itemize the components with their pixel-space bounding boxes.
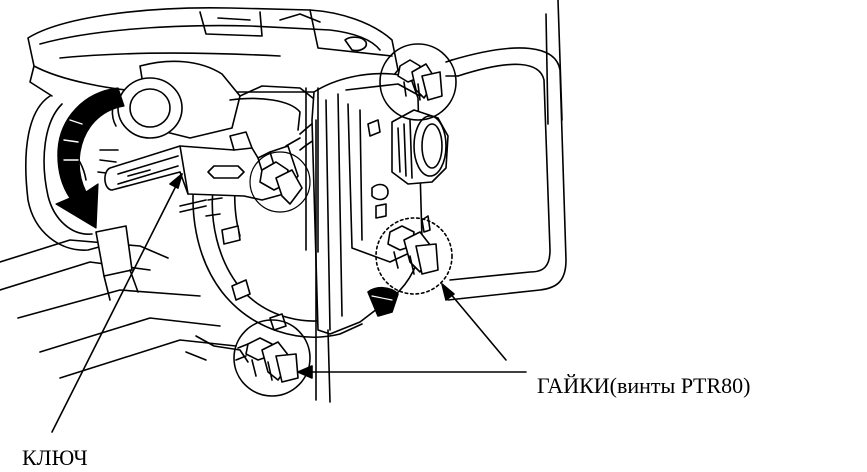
key-leader-arrowhead-icon	[169, 173, 183, 189]
nut-bottom	[235, 337, 299, 383]
highlight-circle-bottom	[233, 319, 311, 397]
nuts-leader-arrowhead-lower-icon	[297, 365, 313, 379]
rotation-direction-arrow-icon	[55, 87, 125, 229]
key-label: КЛЮЧ	[22, 445, 88, 470]
nuts-label: ГАЙКИ(винты PTR80)	[537, 373, 751, 398]
discharge-outlet	[391, 109, 449, 185]
nuts-leader-arrowhead-upper-icon	[441, 283, 455, 301]
nuts-leader-line-upper	[443, 285, 507, 361]
highlight-circle-top	[379, 43, 457, 121]
drain-plug	[367, 286, 399, 317]
nut-top	[397, 59, 443, 101]
nut-wrench-head	[259, 161, 303, 205]
frame-tube	[305, 0, 567, 403]
base-frame	[0, 225, 249, 379]
highlight-circle-wrench	[249, 151, 311, 213]
key-leader-line	[51, 173, 183, 433]
highlight-circles	[233, 43, 457, 397]
highlight-circle-middle-dashed	[375, 217, 453, 295]
leader-lines	[51, 173, 527, 433]
nut-right-middle	[387, 225, 439, 275]
engine-block	[27, 6, 399, 97]
